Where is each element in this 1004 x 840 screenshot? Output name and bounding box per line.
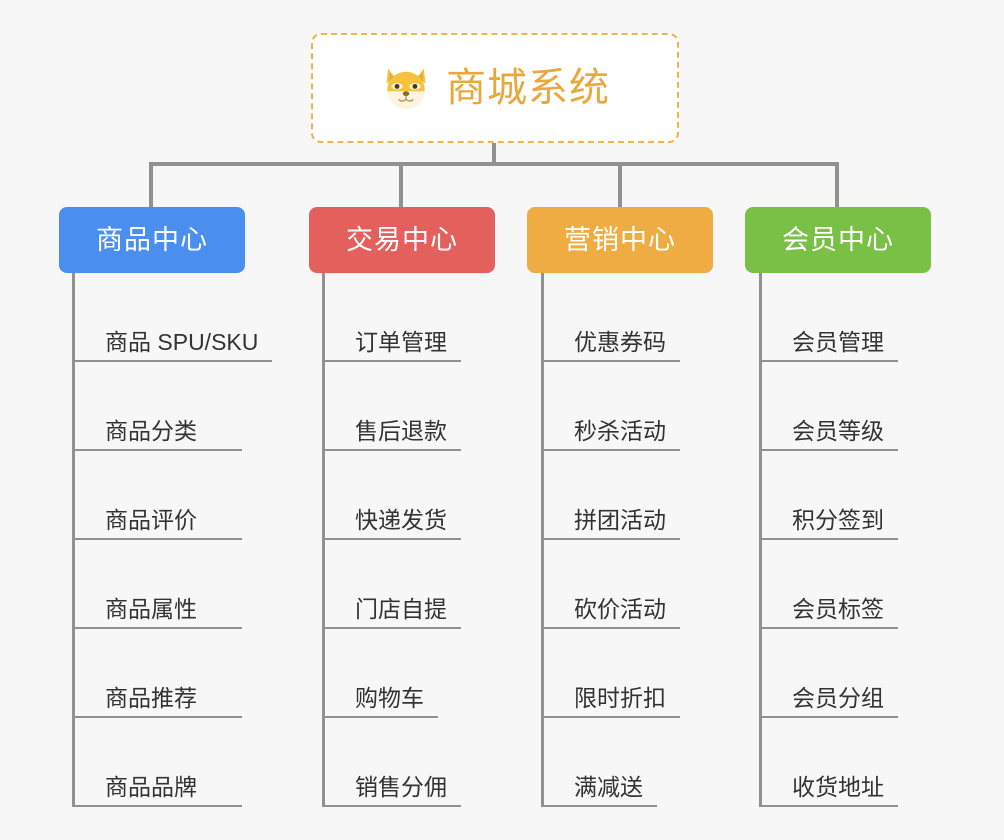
connector-drop-0	[149, 162, 153, 208]
leaf-label: 商品属性	[75, 597, 243, 629]
leaf-item[interactable]: 销售分佣	[325, 718, 461, 807]
root-title: 商城系统	[446, 66, 610, 110]
leaf-item[interactable]: 订单管理	[325, 273, 461, 362]
leaf-label: 会员标签	[762, 597, 898, 629]
category-box-1[interactable]: 交易中心	[309, 207, 495, 273]
leaf-label: 满减送	[544, 775, 657, 807]
shiba-dog-face-icon	[386, 68, 426, 110]
leaf-label: 门店自提	[325, 597, 461, 629]
leaf-item[interactable]: 满减送	[544, 718, 680, 807]
leaf-label: 会员等级	[762, 419, 898, 451]
category-label-0: 商品中心	[96, 224, 208, 255]
leaf-label: 积分签到	[762, 508, 898, 540]
connector-horizontal-bus	[149, 162, 839, 166]
leaf-list-3: 会员管理 会员等级 积分签到 会员标签 会员分组 收货地址	[759, 273, 898, 807]
leaf-label: 会员管理	[762, 330, 898, 362]
connector-root-stem	[492, 143, 496, 165]
leaf-item[interactable]: 收货地址	[762, 718, 898, 807]
category-label-3: 会员中心	[782, 224, 894, 255]
leaf-item[interactable]: 商品品牌	[75, 718, 272, 807]
leaf-list-0: 商品 SPU/SKU 商品分类 商品评价 商品属性 商品推荐 商品品牌	[72, 273, 273, 807]
leaf-item[interactable]: 砍价活动	[544, 540, 680, 629]
leaf-label: 会员分组	[762, 686, 898, 718]
leaf-label: 收货地址	[762, 775, 898, 807]
leaf-item[interactable]: 拼团活动	[544, 451, 680, 540]
leaf-label: 订单管理	[325, 330, 461, 362]
leaf-item[interactable]: 秒杀活动	[544, 362, 680, 451]
leaf-item[interactable]: 商品分类	[75, 362, 272, 451]
leaf-item[interactable]: 会员管理	[762, 273, 898, 362]
leaf-label: 商品评价	[75, 508, 243, 540]
leaf-item[interactable]: 门店自提	[325, 540, 461, 629]
leaf-label: 拼团活动	[544, 508, 680, 540]
root-node[interactable]: 商城系统	[311, 33, 679, 143]
leaf-label: 商品分类	[75, 419, 243, 451]
category-box-0[interactable]: 商品中心	[59, 207, 245, 273]
leaf-item[interactable]: 会员标签	[762, 540, 898, 629]
leaf-label: 优惠券码	[544, 330, 680, 362]
leaf-item[interactable]: 优惠券码	[544, 273, 680, 362]
leaf-label: 售后退款	[325, 419, 461, 451]
connector-drop-3	[835, 162, 839, 208]
leaf-item[interactable]: 限时折扣	[544, 629, 680, 718]
leaf-item[interactable]: 积分签到	[762, 451, 898, 540]
leaf-item[interactable]: 商品推荐	[75, 629, 272, 718]
category-label-2: 营销中心	[564, 224, 676, 255]
leaf-label: 限时折扣	[544, 686, 680, 718]
category-label-1: 交易中心	[346, 224, 458, 255]
leaf-label: 快递发货	[325, 508, 461, 540]
leaf-label: 商品 SPU/SKU	[75, 330, 273, 362]
leaf-label: 购物车	[325, 686, 438, 718]
leaf-item[interactable]: 会员等级	[762, 362, 898, 451]
leaf-item[interactable]: 快递发货	[325, 451, 461, 540]
leaf-label: 销售分佣	[325, 775, 461, 807]
category-box-3[interactable]: 会员中心	[745, 207, 931, 273]
leaf-list-2: 优惠券码 秒杀活动 拼团活动 砍价活动 限时折扣 满减送	[541, 273, 680, 807]
leaf-label: 商品推荐	[75, 686, 243, 718]
leaf-item[interactable]: 会员分组	[762, 629, 898, 718]
leaf-item[interactable]: 购物车	[325, 629, 461, 718]
leaf-item[interactable]: 商品评价	[75, 451, 272, 540]
leaf-item[interactable]: 售后退款	[325, 362, 461, 451]
leaf-label: 砍价活动	[544, 597, 680, 629]
category-box-2[interactable]: 营销中心	[527, 207, 713, 273]
connector-drop-2	[618, 162, 622, 208]
leaf-label: 秒杀活动	[544, 419, 680, 451]
leaf-item[interactable]: 商品 SPU/SKU	[75, 273, 273, 362]
leaf-label: 商品品牌	[75, 775, 243, 807]
leaf-item[interactable]: 商品属性	[75, 540, 272, 629]
leaf-list-1: 订单管理 售后退款 快递发货 门店自提 购物车 销售分佣	[322, 273, 461, 807]
connector-drop-1	[399, 162, 403, 208]
